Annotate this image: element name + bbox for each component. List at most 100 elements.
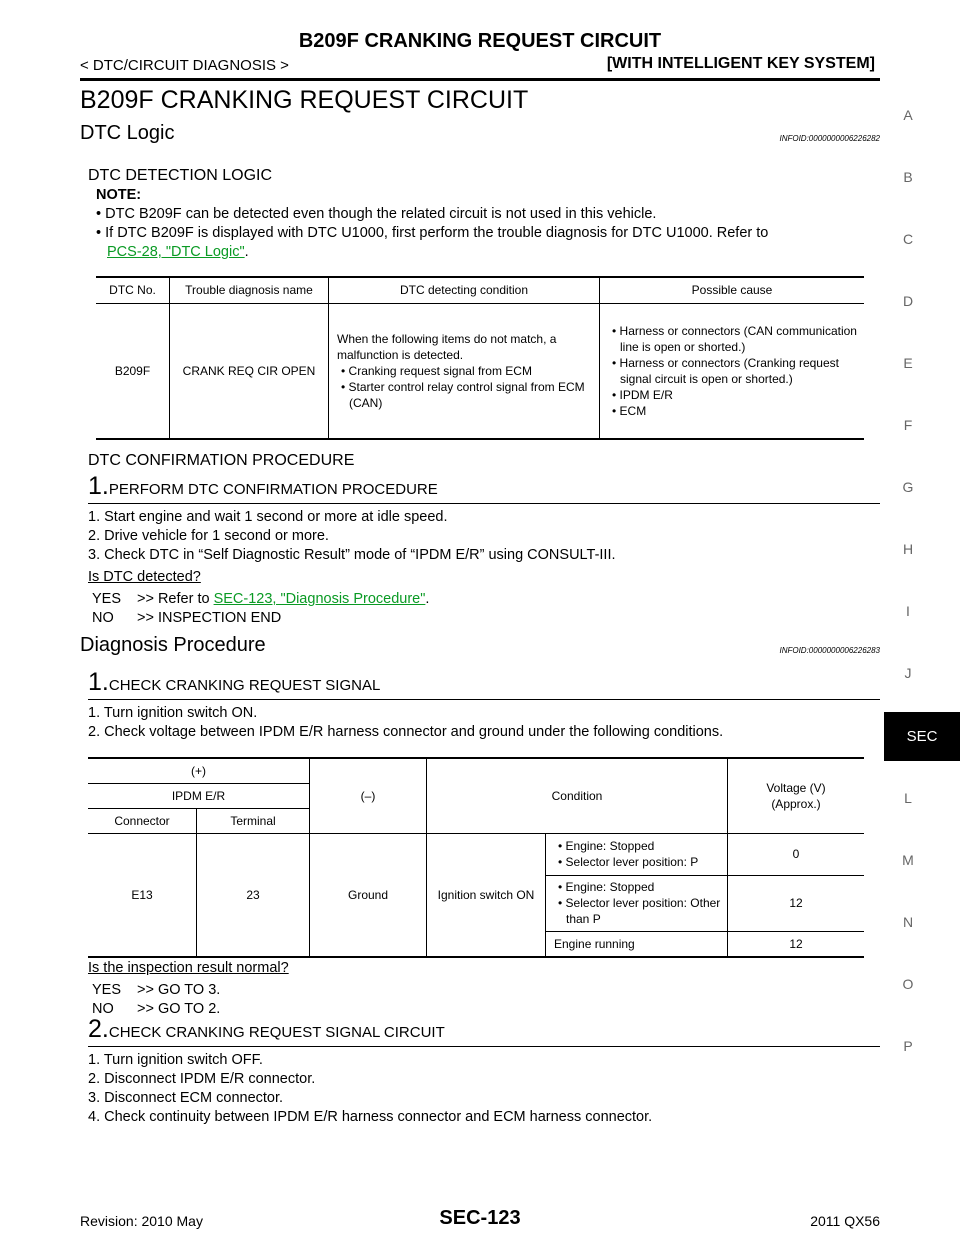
condition-item: Cranking request signal from ECM: [337, 363, 595, 379]
condition-intro: When the following items do not match, a…: [337, 331, 557, 362]
no-label: NO: [92, 1001, 114, 1017]
table-row: Engine: Stopped Selector lever position:…: [88, 875, 864, 932]
yes-label: YES: [92, 591, 122, 607]
yes-end: .: [425, 591, 430, 607]
answer-yes: YES >> GO TO 3.: [92, 981, 220, 1000]
question: Is the inspection result normal?: [88, 960, 289, 976]
dtc-confirmation-heading: DTC CONFIRMATION PROCEDURE: [88, 452, 355, 469]
voltage-label: Voltage (V): [766, 780, 826, 795]
voltage-header: Voltage (V) (Approx.): [727, 758, 864, 834]
no-text: >> INSPECTION END: [137, 610, 282, 626]
connector-header: Connector: [88, 808, 197, 834]
step-number: 1.: [88, 668, 109, 696]
dtc-detection-heading: DTC DETECTION LOGIC: [88, 167, 273, 184]
yes-text: >> Refer to: [137, 591, 210, 607]
plus-header: (+): [88, 758, 310, 784]
table-row: Engine running 12: [88, 931, 864, 957]
breadcrumb: < DTC/CIRCUIT DIAGNOSIS >: [80, 57, 289, 74]
cell-voltage-1: 0: [727, 833, 864, 876]
col-dtc-no: DTC No.: [96, 277, 170, 303]
yes-text: >> GO TO 3.: [137, 982, 221, 998]
side-index-e[interactable]: E: [903, 355, 913, 371]
step-header: 1.PERFORM DTC CONFIRMATION PROCEDURE: [88, 472, 880, 504]
side-index-g[interactable]: G: [902, 479, 914, 495]
step-header: 2.CHECK CRANKING REQUEST SIGNAL CIRCUIT: [88, 1015, 880, 1047]
side-index-f[interactable]: F: [903, 417, 913, 433]
condition-item: Starter control relay control signal fro…: [337, 379, 595, 411]
cell-condition-1: Engine: Stopped Selector lever position:…: [545, 833, 728, 876]
ipdm-header: IPDM E/R: [88, 783, 310, 809]
note-text-1: DTC B209F can be detected even though th…: [105, 206, 657, 222]
system-label: [WITH INTELLIGENT KEY SYSTEM]: [606, 55, 875, 72]
step1-instructions: 1. Turn ignition switch ON. 2. Check vol…: [88, 704, 723, 742]
cause-item: Harness or connectors (Cranking request …: [608, 355, 860, 387]
step-header: 1.CHECK CRANKING REQUEST SIGNAL: [88, 668, 880, 700]
side-index-i[interactable]: I: [906, 603, 910, 619]
side-index-m[interactable]: M: [902, 852, 914, 868]
list-item: 2. Disconnect IPDM E/R connector.: [88, 1071, 316, 1087]
table-row: B209F CRANK REQ CIR OPEN When the follow…: [96, 303, 864, 439]
footer-revision: Revision: 2010 May: [80, 1213, 203, 1229]
condition-item: Engine: Stopped: [554, 838, 723, 854]
step-title: PERFORM DTC CONFIRMATION PROCEDURE: [108, 481, 438, 498]
answer-no: NO>> INSPECTION END: [92, 609, 281, 628]
diagnosis-infoid: INFOID:0000000006226283: [779, 646, 880, 655]
diagnosis-heading: Diagnosis Procedure: [80, 634, 266, 656]
yes-label: YES: [92, 982, 122, 998]
side-index-c[interactable]: C: [902, 231, 914, 247]
note-item-2: • If DTC B209F is displayed with DTC U10…: [96, 225, 769, 260]
running-header-title: B209F CRANKING REQUEST CIRCUIT: [298, 30, 662, 52]
cell-voltage-3: 12: [789, 936, 803, 951]
cause-item: IPDM E/R: [608, 387, 860, 403]
list-item: 2. Check voltage between IPDM E/R harnes…: [88, 724, 724, 740]
condition-item: Selector lever position: P: [554, 854, 723, 870]
dtc-logic-infoid: INFOID:0000000006226282: [779, 134, 880, 143]
col-trouble-name: Trouble diagnosis name: [169, 277, 329, 303]
note-block: NOTE: • DTC B209F can be detected even t…: [96, 186, 880, 262]
page-number: SEC-123: [439, 1207, 521, 1229]
side-index-d[interactable]: D: [902, 293, 914, 309]
cell-terminal: 23: [196, 833, 310, 957]
dtc-logic-heading: DTC Logic: [80, 122, 175, 144]
side-index-sec-tab[interactable]: SEC: [884, 712, 960, 761]
minus-header: (–): [309, 758, 427, 834]
step-number: 1.: [88, 472, 109, 500]
cause-item: ECM: [608, 403, 860, 419]
cell-ground: Ground: [309, 833, 427, 957]
table-row: E13 23 Ground Ignition switch ON Engine:…: [88, 833, 864, 957]
condition-item: Engine: Stopped: [554, 879, 723, 895]
side-index-b[interactable]: B: [903, 169, 913, 185]
dtc-logic-table: DTC No. Trouble diagnosis name DTC detec…: [96, 276, 864, 440]
cell-condition: When the following items do not match, a…: [328, 303, 600, 439]
note-end: .: [244, 244, 249, 260]
side-index-l[interactable]: L: [904, 790, 912, 806]
cell-condition-2: Engine: Stopped Selector lever position:…: [545, 875, 728, 932]
cell-ignition: Ignition switch ON: [426, 833, 546, 957]
cell-possible-cause: Harness or connectors (CAN communication…: [600, 303, 865, 439]
list-item: 2. Drive vehicle for 1 second or more.: [88, 528, 329, 544]
answer-yes: YES >> Refer to SEC-123, "Diagnosis Proce…: [92, 590, 429, 609]
cause-item: Harness or connectors (CAN communication…: [608, 323, 860, 355]
side-index-n[interactable]: N: [902, 914, 914, 930]
cell-voltage-2: 12: [727, 875, 864, 932]
condition-header: Condition: [426, 758, 728, 834]
side-index-p[interactable]: P: [903, 1038, 913, 1054]
header-divider: [80, 78, 880, 81]
answer-no: NO>> GO TO 2.: [92, 1000, 220, 1019]
list-item: 1. Turn ignition switch OFF.: [88, 1052, 263, 1068]
step-title: CHECK CRANKING REQUEST SIGNAL: [108, 677, 381, 694]
side-index-o[interactable]: O: [902, 976, 914, 992]
approx-label: (Approx.): [771, 796, 821, 811]
side-index-j[interactable]: J: [904, 665, 912, 681]
terminal-header: Terminal: [196, 808, 310, 834]
pcs-28-link[interactable]: PCS-28, "DTC Logic": [107, 244, 245, 260]
step-title: CHECK CRANKING REQUEST SIGNAL CIRCUIT: [108, 1024, 445, 1041]
side-index-a[interactable]: A: [903, 107, 913, 123]
side-index-h[interactable]: H: [902, 541, 914, 557]
confirmation-steps: 1. Start engine and wait 1 second or mor…: [88, 508, 616, 565]
list-item: 3. Check DTC in “Self Diagnostic Result”…: [88, 547, 616, 563]
page-title: B209F CRANKING REQUEST CIRCUIT: [80, 86, 529, 114]
note-label: NOTE:: [96, 187, 142, 203]
col-possible-cause: Possible cause: [691, 283, 773, 298]
sec-123-link[interactable]: SEC-123, "Diagnosis Procedure": [213, 591, 426, 607]
